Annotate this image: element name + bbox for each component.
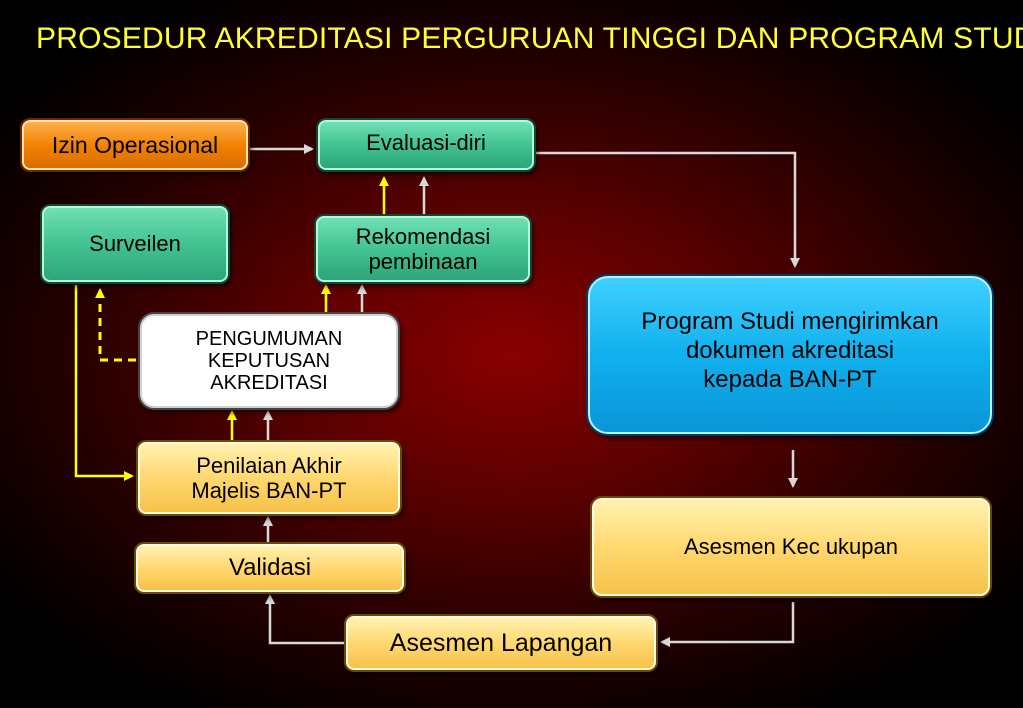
program-studi-line-3: kepada BAN-PT [703, 365, 877, 393]
evaluasi-diri-label: Evaluasi-diri [366, 130, 486, 155]
pengumuman-line-2: KEPUTUSAN [207, 350, 331, 372]
rekomendasi-pembinaan-box: Rekomendasi pembinaan [316, 216, 530, 282]
asesmen-kecukupan-label: Asesmen Kec ukupan [683, 534, 899, 560]
page-title: PROSEDUR AKREDITASI PERGURUAN TINGGI DAN… [36, 22, 1023, 55]
evaluasi-diri-box: Evaluasi-diri [318, 120, 534, 170]
arrow-lapangan-to-validasi [265, 594, 346, 645]
asesmen-lapangan-label: Asesmen Lapangan [389, 628, 613, 657]
program-studi-box: Program Studi mengirimkan dokumen akredi… [588, 276, 992, 434]
izin-operasional-box: Izin Operasional [22, 120, 248, 170]
arrow-kecukupan-to-lapangan [660, 602, 795, 647]
surveilen-label: Surveilen [89, 231, 181, 257]
pengumuman-line-1: PENGUMUMAN [195, 328, 343, 350]
surveilen-box: Surveilen [42, 206, 228, 282]
validasi-box: Validasi [136, 544, 404, 592]
pengumuman-keputusan-box: PENGUMUMAN KEPUTUSAN AKREDITASI [140, 314, 398, 408]
penilaian-line-2: Majelis BAN-PT [191, 478, 347, 503]
arrow-surveilen-to-penilaian [74, 285, 134, 481]
penilaian-line-1: Penilaian Akhir [196, 452, 342, 478]
izin-operasional-label: Izin Operasional [51, 131, 219, 158]
rekomendasi-line-1: Rekomendasi [355, 223, 491, 249]
arrow-pengumuman-to-surveilen-dashed [95, 288, 136, 362]
penilaian-akhir-box: Penilaian Akhir Majelis BAN-PT [138, 442, 400, 514]
validasi-label: Validasi [228, 554, 312, 582]
asesmen-kecukupan-box: Asesmen Kec ukupan [592, 498, 990, 596]
program-studi-line-1: Program Studi mengirimkan [641, 308, 939, 335]
asesmen-lapangan-box: Asesmen Lapangan [346, 616, 656, 670]
pengumuman-line-3: AKREDITASI [210, 372, 328, 394]
rekomendasi-line-2: pembinaan [368, 249, 478, 274]
program-studi-line-2: dokumen akreditasi [685, 336, 895, 364]
arrow-evaluasi-to-program-studi [536, 151, 800, 268]
